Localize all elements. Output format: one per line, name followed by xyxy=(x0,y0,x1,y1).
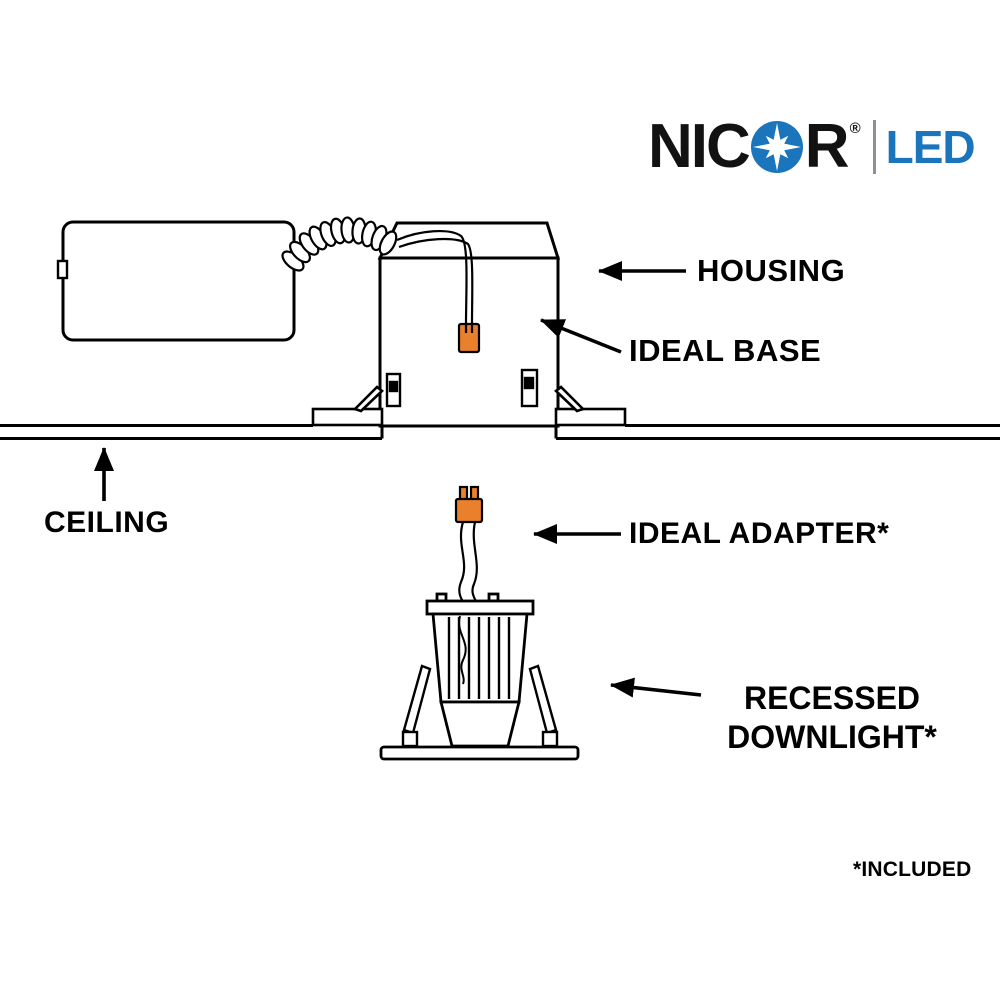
callout-recessed-downlight: RECESSED DOWNLIGHT* xyxy=(699,679,965,757)
nicor-led-logo: NIC R ® LED xyxy=(648,112,976,181)
logo-text-nic: NIC xyxy=(648,112,751,181)
downlight-spring-clips xyxy=(401,664,559,748)
callout-ideal-adapter: IDEAL ADAPTER* xyxy=(629,517,890,550)
downlight-lower-cone xyxy=(439,700,521,748)
callout-recessed-downlight-line2: DOWNLIGHT* xyxy=(727,719,937,755)
adapter-wires xyxy=(458,521,478,603)
junction-box xyxy=(56,220,296,342)
callout-ideal-base: IDEAL BASE xyxy=(629,333,822,368)
callout-recessed-downlight-line1: RECESSED xyxy=(743,680,921,716)
housing-clips xyxy=(385,368,539,408)
ceiling-line xyxy=(0,424,1000,440)
starburst-icon xyxy=(750,121,803,173)
included-note: *INCLUDED xyxy=(853,858,972,881)
logo-text-r: R xyxy=(804,112,850,181)
callout-arrows xyxy=(94,261,702,698)
recessed-downlight-arrow xyxy=(610,677,702,698)
downlight-heatsink-fins xyxy=(447,617,511,699)
downlight-body xyxy=(379,592,580,761)
flex-conduit xyxy=(281,216,398,272)
housing-wire-connector xyxy=(457,322,481,354)
ideal-adapter-connector xyxy=(454,485,484,524)
registered-mark: ® xyxy=(849,119,861,137)
logo-text-led: LED xyxy=(885,121,976,173)
callout-housing: HOUSING xyxy=(697,253,846,288)
housing-mounting-feet xyxy=(311,385,627,427)
ideal-base-arrow xyxy=(540,318,622,354)
logo-divider xyxy=(872,120,876,174)
housing-wires xyxy=(396,229,474,325)
downlight-internal-wire xyxy=(458,615,467,685)
downlight-trim-flange xyxy=(379,745,580,761)
callout-ceiling: CEILING xyxy=(44,506,170,539)
